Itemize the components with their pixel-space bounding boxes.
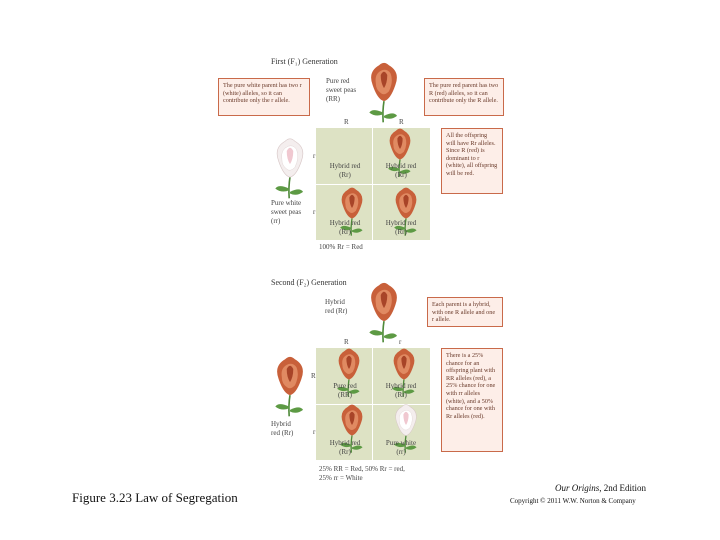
f1-title: First (F₁) Generation	[271, 57, 338, 66]
f1-cell-2: Hybrid red(Rr)	[385, 162, 417, 179]
callout-white-parent: The pure white parent has two r (white) …	[218, 78, 310, 116]
f2-title: Second (F₂) Generation	[271, 278, 347, 287]
parent-red-label: Pure red sweet peas (RR)	[326, 77, 357, 103]
callout-red-parent: The pure red parent has two R (red) alle…	[424, 78, 504, 116]
white-parent-flower-icon	[274, 138, 304, 200]
f2-parent-side-flower-icon	[274, 356, 304, 418]
red-parent-flower-icon	[368, 62, 398, 124]
f1-result: 100% Rr = Red	[319, 243, 363, 251]
figure-caption: Figure 3.23 Law of Segregation	[72, 490, 238, 505]
parent-white-label: Pure white sweet peas (rr)	[271, 199, 302, 225]
f1-col-allele-1: R	[344, 118, 349, 126]
f1-cell-3: Hybrid red(Rr)	[329, 219, 361, 236]
f2-cell-3: Hybrid red(Rr)	[329, 439, 361, 456]
f2-parent-top-flower-icon	[368, 282, 398, 344]
f2-parent-side-label: Hybrid red (Rr)	[271, 420, 294, 437]
f2-result: 25% RR = Red, 50% Rr = red, 25% rr = Whi…	[319, 465, 405, 482]
f2-cell-4: Pure white(rr)	[385, 439, 417, 456]
f1-cell-1: Hybrid red(Rr)	[329, 162, 361, 179]
f2-row-allele-1: R	[311, 372, 316, 380]
f2-cell-1: Pure red(RR)	[333, 382, 357, 399]
f2-col-allele-2: r	[399, 338, 402, 346]
f2-cell-2: Hybrid red(Rr)	[385, 382, 417, 399]
f2-row-allele-2: r	[313, 428, 316, 436]
f1-col-allele-2: R	[399, 118, 404, 126]
callout-f2-chance: There is a 25% chance for an offspring p…	[441, 348, 503, 452]
callout-offspring: All the offspring will have Rr alleles. …	[441, 128, 503, 194]
book-credit: Our Origins, 2nd Edition	[555, 483, 647, 493]
f2-parent-top-label: Hybrid red (Rr)	[325, 298, 348, 315]
f2-col-allele-1: R	[344, 338, 349, 346]
f1-punnett-square	[316, 128, 430, 240]
f1-row-allele-2: r	[313, 208, 316, 216]
f1-row-allele-1: r	[313, 152, 316, 160]
f1-cell-4: Hybrid red(Rr)	[385, 219, 417, 236]
copyright-credit: Copyright © 2011 W.W. Norton & Company	[510, 497, 636, 505]
callout-f2-parent: Each parent is a hybrid, with one R alle…	[427, 297, 503, 327]
